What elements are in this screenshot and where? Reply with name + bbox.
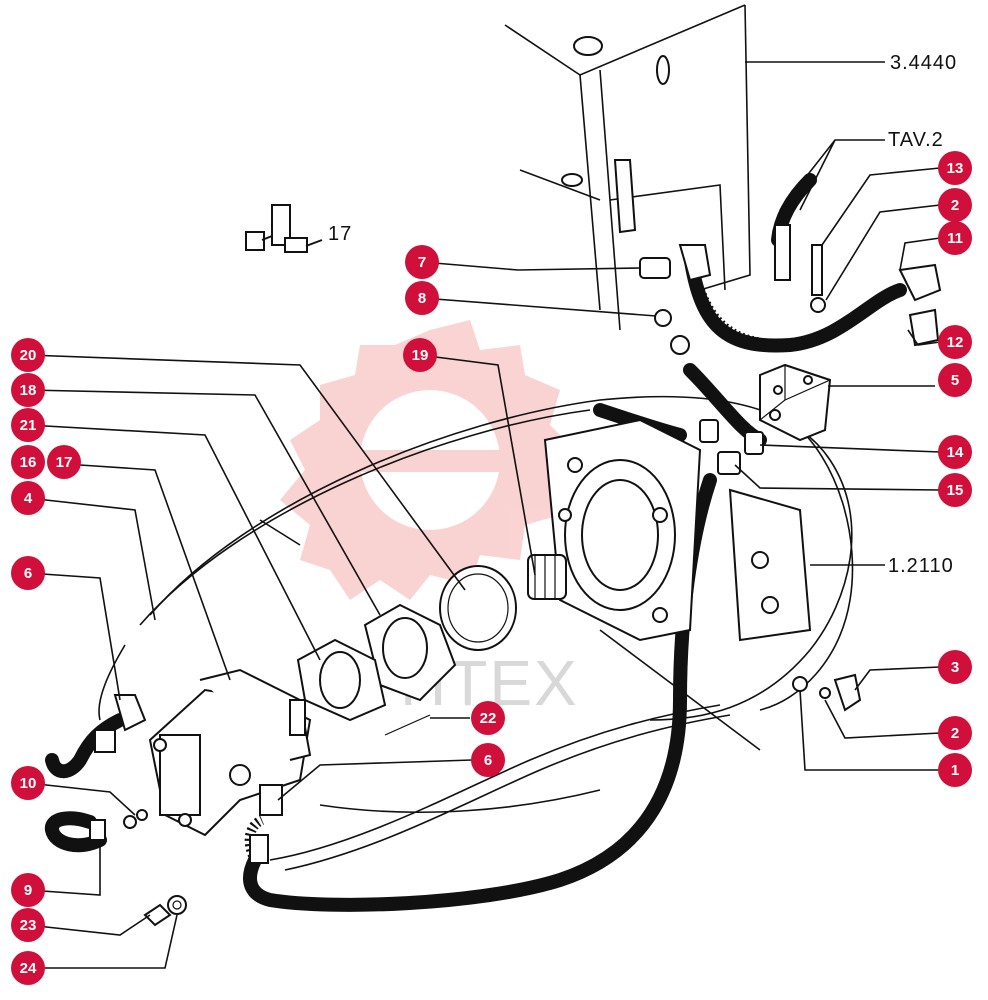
callout-21[interactable]: 21 — [11, 408, 45, 442]
callout-7-label: 7 — [418, 254, 426, 271]
callout-22-label: 22 — [480, 710, 497, 727]
callout-14-label: 14 — [947, 444, 964, 461]
callout-22[interactable]: 22 — [471, 701, 505, 735]
callout-12-label: 12 — [947, 334, 964, 351]
callout-18[interactable]: 18 — [11, 373, 45, 407]
callout-11-label: 11 — [947, 230, 963, 247]
callout-8[interactable]: 8 — [405, 281, 439, 315]
callout-24[interactable]: 24 — [11, 951, 45, 985]
callout-6-center-label: 6 — [484, 752, 492, 769]
callout-10-label: 10 — [20, 775, 37, 792]
callout-6-left[interactable]: 6 — [11, 556, 45, 590]
callout-15[interactable]: 15 — [938, 473, 972, 507]
callout-21-label: 21 — [20, 417, 37, 434]
drive-gear — [527, 554, 567, 600]
callout-16-label: 16 — [20, 454, 37, 471]
callout-2-bottom[interactable]: 2 — [938, 716, 972, 750]
callout-6-center[interactable]: 6 — [471, 743, 505, 777]
ref-label-tav2: TAV.2 — [888, 129, 944, 151]
callout-1[interactable]: 1 — [938, 753, 972, 787]
leader-lines — [27, 167, 941, 969]
fittings — [89, 159, 942, 927]
callout-13[interactable]: 13 — [938, 151, 972, 185]
callout-5[interactable]: 5 — [938, 363, 972, 397]
callout-16[interactable]: 16 — [11, 445, 45, 479]
stud — [384, 714, 470, 736]
callout-3-label: 3 — [951, 659, 959, 676]
callout-19[interactable]: 19 — [403, 338, 437, 372]
gasket-ring — [439, 565, 517, 651]
watermark-logo — [280, 320, 575, 600]
callout-6-left-label: 6 — [24, 565, 32, 582]
callout-15-label: 15 — [947, 482, 964, 499]
callout-9[interactable]: 9 — [11, 873, 45, 907]
valve-block — [759, 363, 935, 442]
callout-17[interactable]: 17 — [47, 445, 81, 479]
callout-10[interactable]: 10 — [11, 766, 45, 800]
callout-8-label: 8 — [418, 290, 426, 307]
callout-1-label: 1 — [951, 762, 959, 779]
callout-24-label: 24 — [20, 960, 37, 977]
callout-2-bottom-label: 2 — [951, 725, 959, 742]
callout-3[interactable]: 3 — [938, 650, 972, 684]
callout-23-label: 23 — [20, 917, 37, 934]
callout-14[interactable]: 14 — [938, 435, 972, 469]
mounting-plate — [543, 418, 885, 642]
kit-icon — [245, 204, 323, 253]
callout-12[interactable]: 12 — [938, 325, 972, 359]
callout-4[interactable]: 4 — [11, 481, 45, 515]
callout-23[interactable]: 23 — [11, 908, 45, 942]
ref-label-12110: 1.2110 — [888, 555, 954, 577]
callout-4-label: 4 — [24, 490, 33, 507]
callout-20[interactable]: 20 — [11, 338, 45, 372]
callout-7[interactable]: 7 — [405, 245, 439, 279]
callout-18-label: 18 — [20, 382, 37, 399]
callout-2-top[interactable]: 2 — [938, 188, 972, 222]
callout-19-label: 19 — [412, 347, 429, 364]
hydraulic-pump — [148, 668, 312, 837]
kit-label-17: 17 — [328, 223, 352, 245]
callout-13-label: 13 — [947, 160, 964, 177]
ref-label-34440: 3.4440 — [890, 52, 957, 74]
callout-2-top-label: 2 — [951, 197, 959, 214]
callout-9-label: 9 — [24, 882, 32, 899]
callout-20-label: 20 — [20, 347, 37, 364]
callout-5-label: 5 — [951, 372, 959, 389]
tank-housing — [504, 4, 885, 331]
callout-17-label: 17 — [56, 454, 73, 471]
callout-11[interactable]: 11 — [938, 221, 972, 255]
